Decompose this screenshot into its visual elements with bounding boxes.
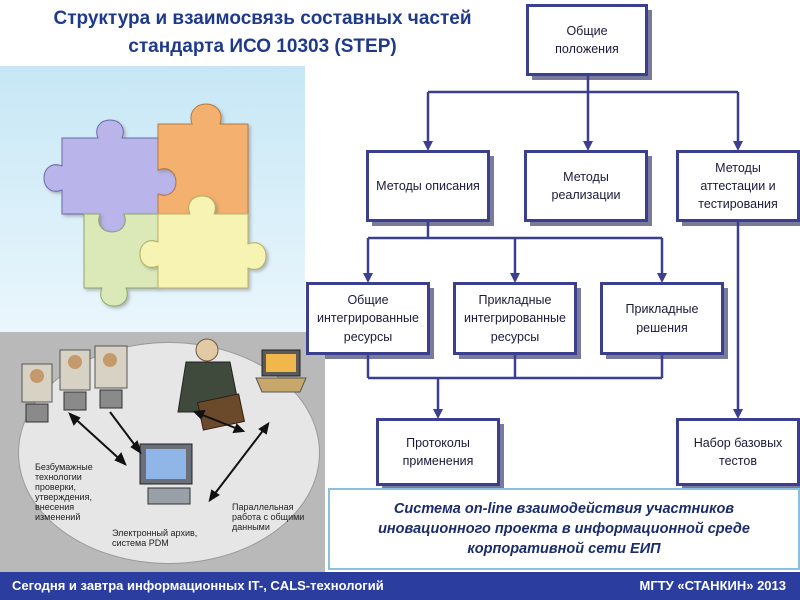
node-general-provisions: Общие положения bbox=[526, 4, 652, 80]
illustration-drawing bbox=[21, 338, 307, 505]
node-base-tests: Набор базовых тестов bbox=[676, 418, 800, 490]
footer-right-text: МГТУ «СТАНКИН» 2013 bbox=[639, 578, 786, 593]
label-parallel: Параллельная работа с общими данными bbox=[232, 502, 305, 533]
label-archive: Электронный архив, система PDM bbox=[112, 528, 198, 549]
footer-left-text: Сегодня и завтра информационных IT-, CAL… bbox=[12, 578, 384, 593]
puzzle-panel bbox=[0, 66, 305, 332]
node-application-resources: Прикладные интегрированные ресурсы bbox=[453, 282, 581, 359]
node-implementation-methods: Методы реализации bbox=[524, 150, 652, 226]
node-application-solutions: Прикладные решения bbox=[600, 282, 728, 359]
node-application-protocols: Протоколы применения bbox=[376, 418, 504, 490]
slide-title: Структура и взаимосвязь составных частей… bbox=[0, 0, 525, 66]
puzzle-piece-yellow bbox=[139, 195, 267, 289]
title-line-1: Структура и взаимосвязь составных частей bbox=[53, 8, 472, 29]
manager-figure bbox=[177, 338, 246, 431]
caption-text: Система on-line взаимодействия участнико… bbox=[378, 500, 750, 558]
laptop-icon bbox=[255, 349, 307, 393]
connection-arrows bbox=[68, 409, 270, 503]
label-paperless: Безбумажные технологии проверки, утвержд… bbox=[35, 462, 93, 523]
footer-bar: Сегодня и завтра информационных IT-, CAL… bbox=[0, 572, 800, 600]
node-general-resources: Общие интегрированные ресурсы bbox=[306, 282, 434, 359]
collaboration-illustration: Безбумажные технологии проверки, утвержд… bbox=[0, 332, 325, 572]
puzzle-image bbox=[43, 103, 267, 307]
archive-computer-icon bbox=[139, 443, 193, 505]
title-line-2: стандарта ИСО 10303 (STEP) bbox=[128, 36, 397, 57]
caption-box: Система on-line взаимодействия участнико… bbox=[328, 488, 800, 570]
node-certification-methods: Методы аттестации и тестирования bbox=[676, 150, 800, 226]
workstation-group bbox=[21, 345, 128, 423]
node-description-methods: Методы описания bbox=[366, 150, 494, 226]
